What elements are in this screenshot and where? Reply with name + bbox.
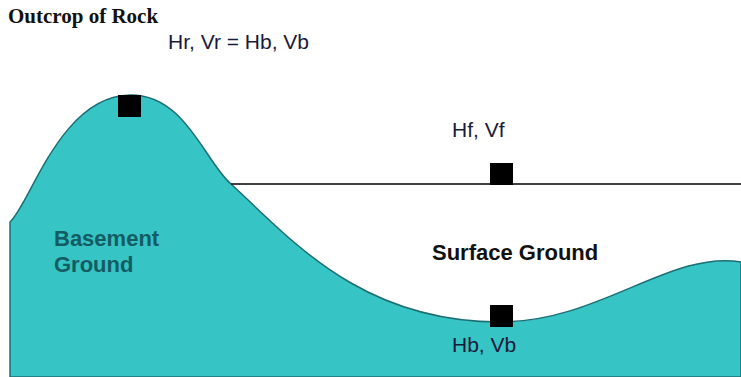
sensor-square <box>490 305 513 327</box>
region-label: Surface Ground <box>432 240 598 266</box>
motion-label: Hb, Vb <box>452 333 516 357</box>
ground-surface-line <box>231 183 741 185</box>
sensor-square <box>118 95 141 117</box>
site-label: Outcrop of Rock <box>8 4 158 29</box>
region-label: Basement Ground <box>54 226 184 278</box>
basement-ground <box>10 95 741 377</box>
sensor-square <box>490 163 513 185</box>
motion-label: Hf, Vf <box>452 118 505 142</box>
motion-label: Hr, Vr = Hb, Vb <box>168 30 309 54</box>
